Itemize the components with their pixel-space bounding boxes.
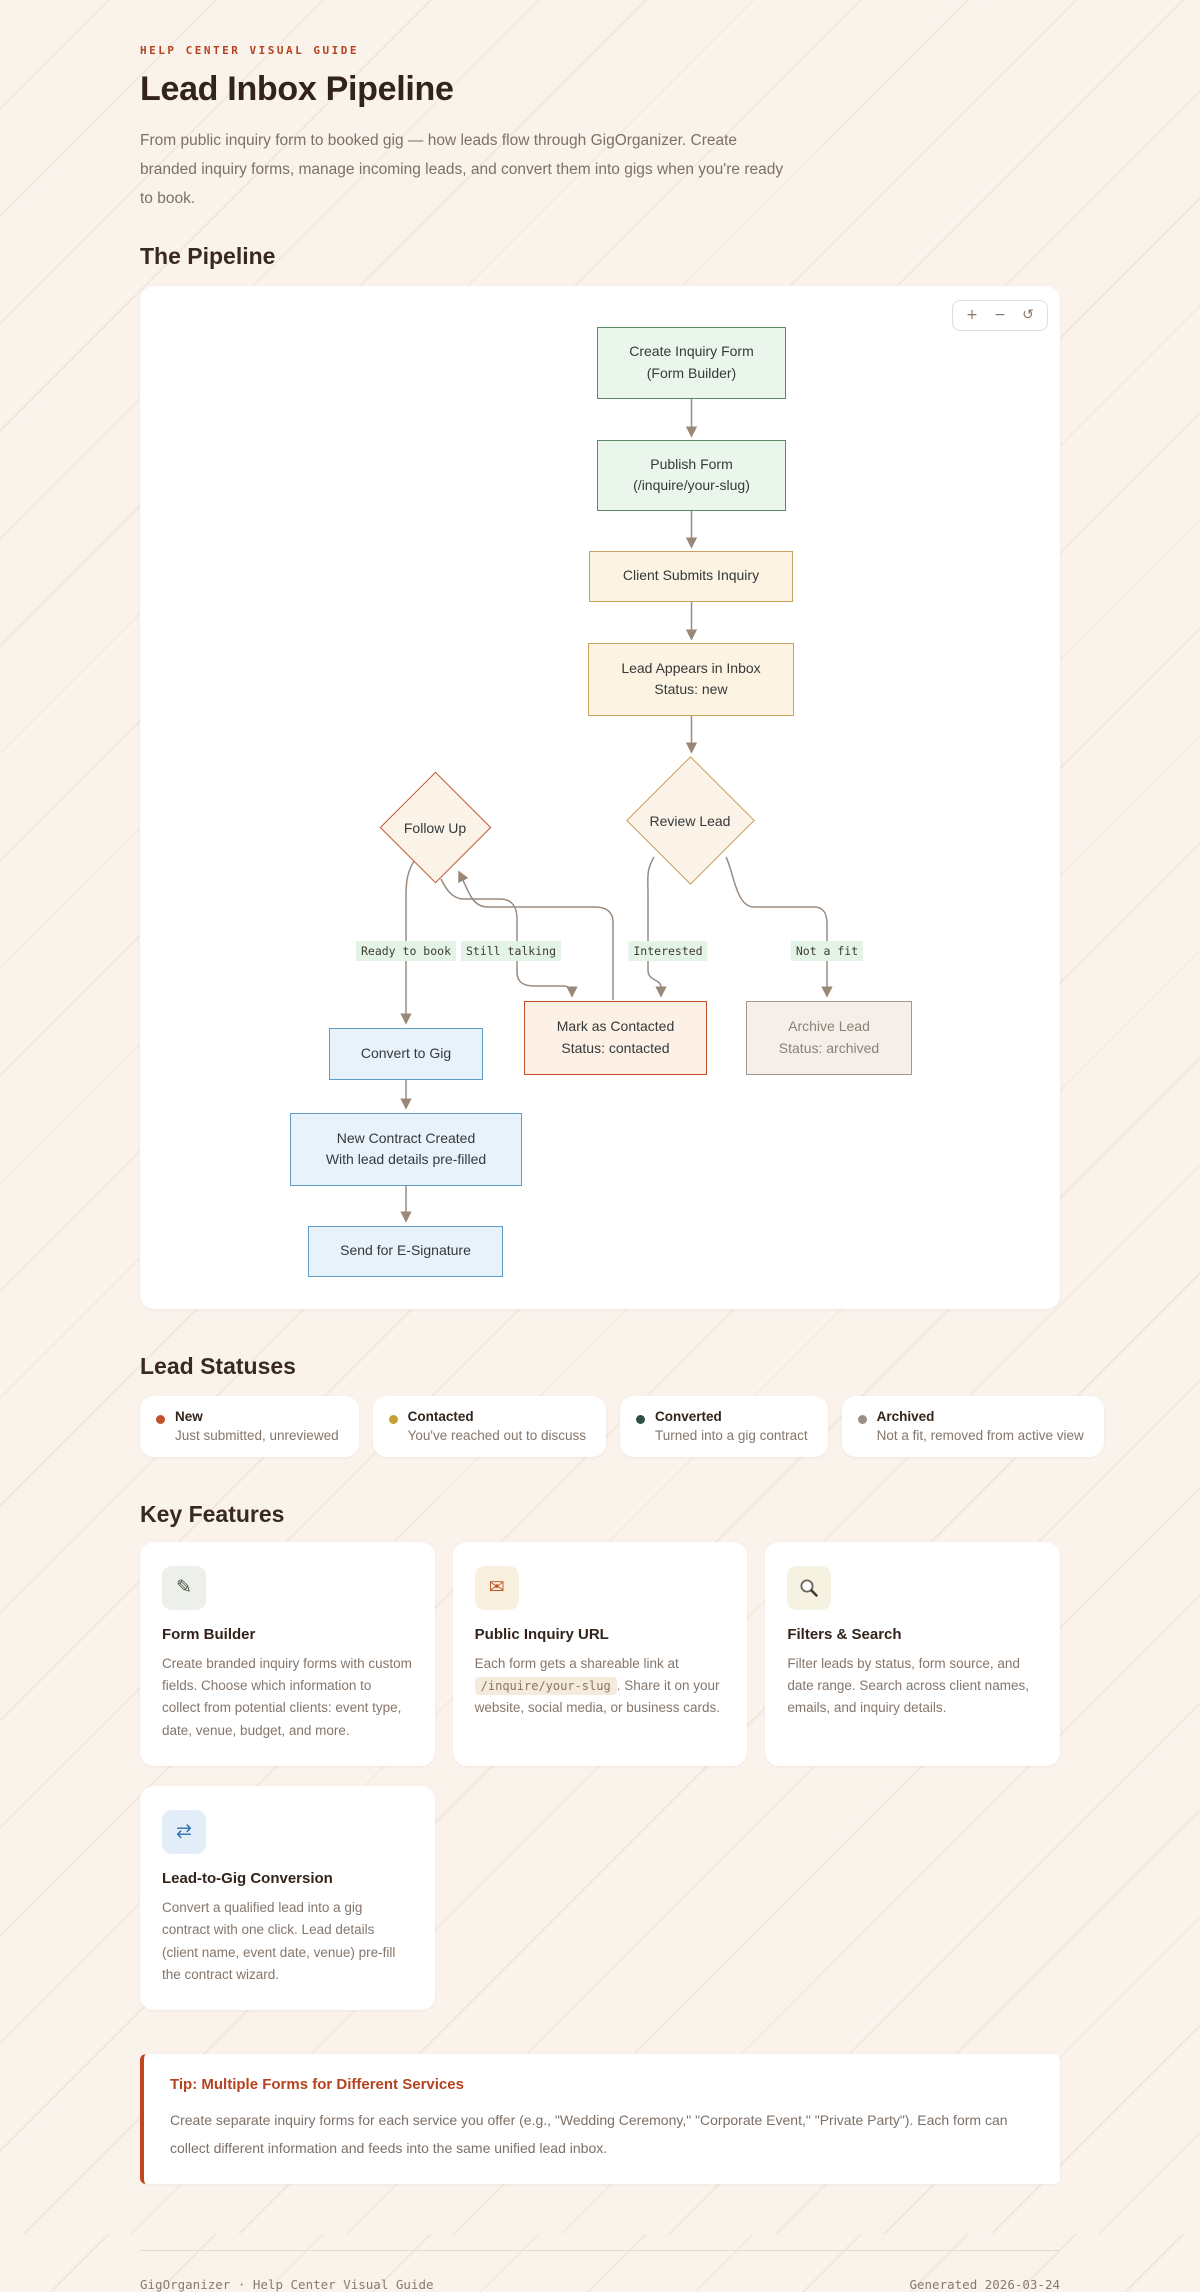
status-desc: Turned into a gig contract: [655, 1428, 808, 1444]
section-heading-pipeline: The Pipeline: [140, 242, 276, 269]
feature-card-lead-to-gig: ⇄ Lead-to-Gig Conversion Convert a quali…: [140, 1785, 435, 2011]
edge-label-not-a-fit: Not a fit: [790, 940, 864, 961]
zoom-reset-icon[interactable]: ↺: [1015, 305, 1041, 326]
feature-title: Filters & Search: [787, 1625, 902, 1643]
tip-body: Create separate inquiry forms for each s…: [170, 2112, 1008, 2157]
flowchart-canvas[interactable]: Create Inquiry Form (Form Builder) Publi…: [140, 286, 1060, 1309]
node-line: New Contract Created: [336, 1129, 476, 1146]
status-label: Archived: [876, 1408, 935, 1424]
node-line: (Form Builder): [646, 364, 737, 381]
status-dot-new: [156, 1414, 165, 1424]
pipeline-diagram-card: + − ↺: [140, 285, 1060, 1309]
node-convert-to-gig: Convert to Gig: [329, 1027, 483, 1080]
node-line: Archive Lead: [788, 1018, 870, 1035]
pencil-icon: ✎: [162, 1565, 206, 1610]
status-label: Contacted: [407, 1408, 474, 1424]
page-title: Lead Inbox Pipeline: [140, 70, 454, 108]
status-label: New: [175, 1408, 203, 1424]
node-line: Status: contacted: [561, 1039, 670, 1056]
node-line: Status: new: [654, 681, 728, 698]
feature-card-filters-search: Filters & Search Filter leads by status,…: [765, 1541, 1060, 1766]
feature-title: Form Builder: [162, 1625, 256, 1643]
node-line: Send for E-Signature: [340, 1242, 471, 1259]
status-dot-converted: [636, 1414, 646, 1424]
node-line: Mark as Contacted: [556, 1018, 675, 1035]
status-row: New Just submitted, unreviewed Contacted…: [140, 1395, 1104, 1457]
status-dot-archived: [857, 1414, 867, 1424]
status-text: Contacted You've reached out to discuss: [408, 1407, 586, 1446]
feature-desc: Create branded inquiry forms with custom…: [162, 1655, 412, 1738]
feature-desc: Convert a qualified lead into a gig cont…: [162, 1899, 396, 1982]
feature-title: Public Inquiry URL: [474, 1625, 609, 1643]
swap-arrows-icon: ⇄: [162, 1809, 206, 1854]
edge-label-still-talking: Still talking: [460, 940, 562, 961]
status-dot-contacted: [388, 1414, 398, 1424]
feature-card-form-builder: ✎ Form Builder Create branded inquiry fo…: [140, 1541, 435, 1766]
status-label: Converted: [655, 1408, 722, 1424]
node-line: Client Submits Inquiry: [622, 567, 760, 584]
node-create-inquiry-form: Create Inquiry Form (Form Builder): [597, 326, 786, 399]
tip-callout: Tip: Multiple Forms for Different Servic…: [140, 2054, 1060, 2185]
edge-label-interested: Interested: [628, 940, 708, 961]
node-lead-appears-in-inbox: Lead Appears in Inbox Status: new: [588, 642, 794, 716]
node-line: Follow Up: [403, 819, 467, 836]
node-line: Publish Form: [650, 455, 733, 472]
envelope-icon: ✉: [474, 1565, 519, 1610]
footer-left: GigOrganizer · Help Center Visual Guide: [140, 2277, 434, 2292]
status-text: Archived Not a fit, removed from active …: [877, 1407, 1084, 1446]
status-desc: You've reached out to discuss: [407, 1428, 587, 1444]
status-desc: Not a fit, removed from active view: [876, 1428, 1084, 1444]
status-desc: Just submitted, unreviewed: [175, 1428, 339, 1444]
page-footer: GigOrganizer · Help Center Visual Guide …: [140, 2250, 1060, 2292]
feature-desc: Filter leads by status, form source, and…: [787, 1655, 1029, 1716]
status-card-converted: Converted Turned into a gig contract: [620, 1395, 828, 1457]
magnifier-icon: [787, 1565, 832, 1610]
node-send-for-esignature: Send for E-Signature: [308, 1225, 503, 1277]
zoom-out-button[interactable]: −: [987, 305, 1013, 326]
tip-title: Tip: Multiple Forms for Different Servic…: [170, 2076, 464, 2094]
feature-card-public-inquiry-url: ✉ Public Inquiry URL Each form gets a sh…: [452, 1541, 748, 1766]
feature-desc-text: Each form gets a shareable link at: [474, 1655, 679, 1671]
node-new-contract-created: New Contract Created With lead details p…: [290, 1112, 522, 1186]
section-heading-statuses: Lead Statuses: [140, 1352, 296, 1379]
status-card-contacted: Contacted You've reached out to discuss: [372, 1395, 607, 1457]
status-text: Converted Turned into a gig contract: [655, 1407, 808, 1446]
node-line: Create Inquiry Form: [629, 343, 754, 360]
node-follow-up-decision: Follow Up: [378, 771, 492, 884]
node-review-lead-decision: Review Lead: [625, 756, 755, 886]
inline-code-chip: /inquire/your-slug: [474, 1677, 617, 1696]
page-description: From public inquiry form to booked gig —…: [140, 131, 784, 207]
feature-title: Lead-to-Gig Conversion: [162, 1869, 333, 1887]
zoom-in-button[interactable]: +: [959, 305, 985, 326]
status-card-archived: Archived Not a fit, removed from active …: [841, 1395, 1104, 1457]
status-text: New Just submitted, unreviewed: [175, 1407, 339, 1446]
footer-right: Generated 2026-03-24: [909, 2277, 1060, 2292]
node-line: Status: archived: [778, 1039, 880, 1056]
node-line: Review Lead: [649, 812, 731, 829]
node-line: Convert to Gig: [360, 1044, 452, 1061]
section-heading-features: Key Features: [140, 1500, 285, 1527]
node-line: (/inquire/your-slug): [633, 477, 750, 494]
feature-desc: Each form gets a shareable link at /inqu…: [474, 1653, 726, 1720]
feature-desc-text: . Share it on your website, social media…: [474, 1678, 721, 1716]
node-line: Lead Appears in Inbox: [621, 659, 761, 676]
node-archive-lead: Archive Lead Status: archived: [746, 1000, 912, 1075]
node-publish-form: Publish Form (/inquire/your-slug): [597, 439, 786, 511]
node-client-submits-inquiry: Client Submits Inquiry: [589, 550, 793, 602]
node-line: With lead details pre-filled: [325, 1151, 487, 1168]
edge-label-ready-to-book: Ready to book: [355, 940, 457, 961]
features-grid: ✎ Form Builder Create branded inquiry fo…: [140, 1541, 1060, 2011]
status-card-new: New Just submitted, unreviewed: [140, 1395, 359, 1457]
diagram-zoom-controls: + − ↺: [952, 299, 1048, 331]
page-container: HELP CENTER VISUAL GUIDE Lead Inbox Pipe…: [140, 0, 1104, 2292]
eyebrow: HELP CENTER VISUAL GUIDE: [140, 44, 359, 57]
node-mark-as-contacted: Mark as Contacted Status: contacted: [524, 1000, 707, 1075]
